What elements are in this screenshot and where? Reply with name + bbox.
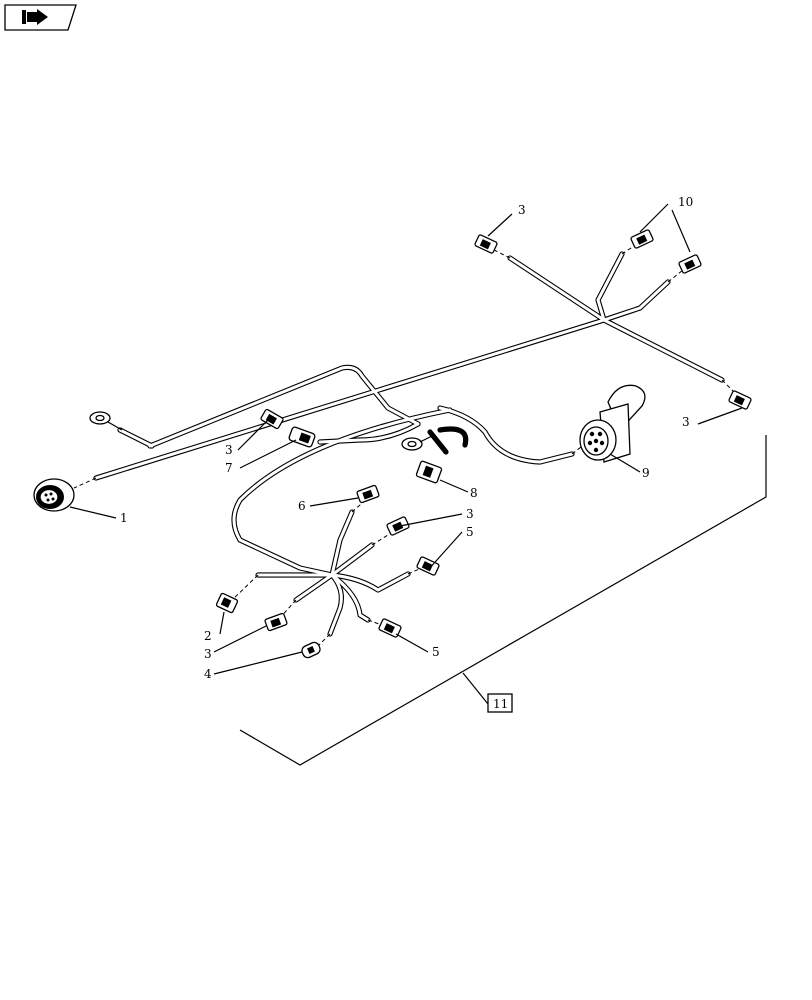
callout-3: 3	[204, 647, 212, 661]
connector-3-center	[386, 516, 410, 536]
callout-3: 3	[518, 203, 526, 217]
callout-3: 3	[225, 443, 233, 457]
ring-terminal-center	[401, 435, 433, 451]
callout-4: 4	[204, 667, 212, 681]
callout-7: 7	[225, 461, 233, 475]
harness-cables	[93, 251, 725, 637]
connector-3-mid-left	[260, 408, 284, 430]
connector-2	[215, 592, 239, 614]
callout-3: 3	[466, 507, 474, 521]
connector-7	[288, 426, 316, 448]
kit-bracket	[239, 435, 767, 766]
callout-11: 11	[493, 697, 508, 711]
callout-1: 1	[120, 511, 128, 525]
connector-10-a	[630, 229, 654, 249]
connector-3-lower-left	[264, 612, 288, 632]
callout-5: 5	[432, 645, 440, 659]
callout-8: 8	[470, 486, 478, 500]
ring-terminal-left	[89, 411, 123, 431]
connector-3-top-left	[474, 234, 498, 254]
connector-8	[415, 460, 443, 484]
connector-3-right	[728, 390, 752, 410]
round-connector-part-1	[33, 478, 117, 519]
trailer-socket-part-9	[579, 384, 646, 463]
callout-6: 6	[298, 499, 306, 513]
connector-6	[356, 484, 380, 504]
callout-9: 9	[642, 466, 650, 480]
callout-10: 10	[678, 195, 693, 209]
callout-3: 3	[682, 415, 690, 429]
back-arrow-icon[interactable]	[4, 4, 77, 31]
connector-5-lower	[378, 618, 402, 638]
connector-4	[301, 641, 321, 659]
connector-5-upper	[416, 556, 440, 576]
connector-10-b	[678, 254, 702, 274]
callout-2: 2	[204, 629, 212, 643]
leader-lines	[213, 203, 743, 675]
callout-5: 5	[466, 525, 474, 539]
